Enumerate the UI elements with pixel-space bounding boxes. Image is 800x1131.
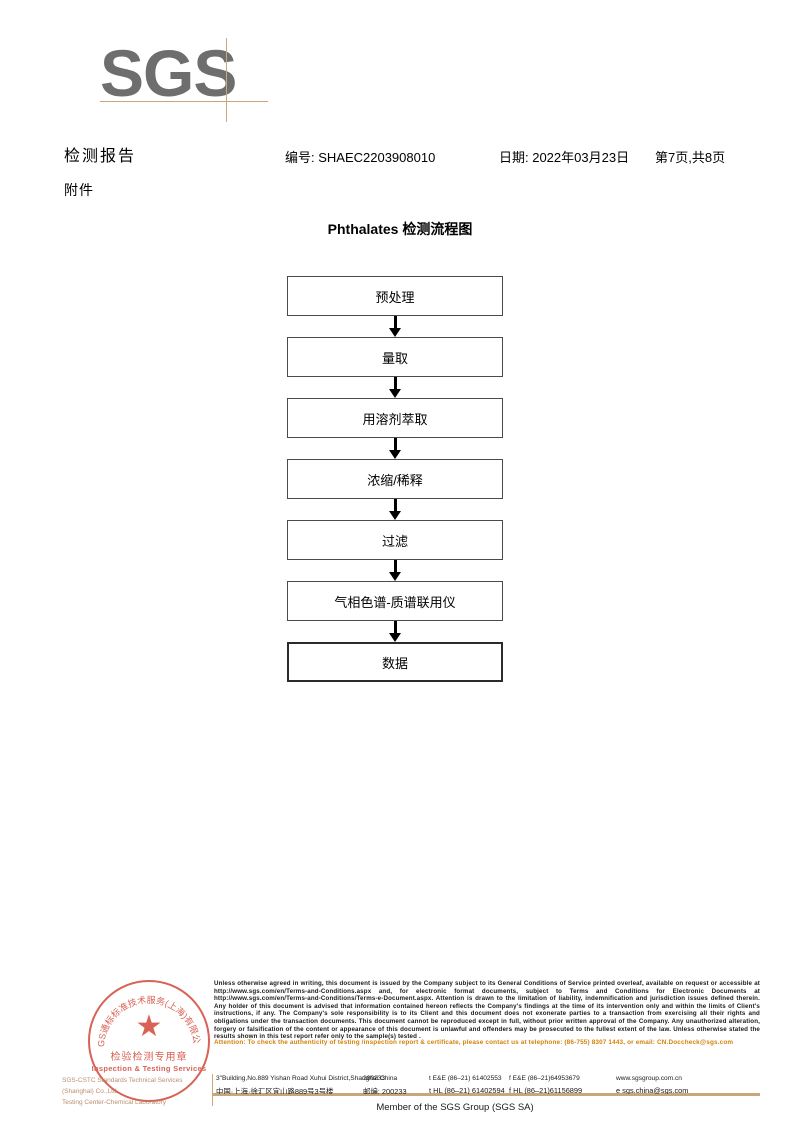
flowchart: 预处理 量取 用溶剂萃取 浓缩/稀释 过滤 xyxy=(287,276,503,682)
arrow-head-icon xyxy=(389,511,401,520)
website: www.sgsgroup.com.cn xyxy=(616,1075,682,1082)
flow-step-label: 过滤 xyxy=(287,520,503,560)
flow-step-5: 过滤 xyxy=(287,520,503,560)
page-indicator: 第7页,共8页 xyxy=(655,150,726,165)
arrow-head-icon xyxy=(389,389,401,398)
arrow-head-icon xyxy=(389,450,401,459)
arrow-head-icon xyxy=(389,633,401,642)
arrow-shaft xyxy=(394,438,397,453)
arrow-head-icon xyxy=(389,328,401,337)
postcode-cn: 邮编: 200233 xyxy=(363,1087,407,1096)
page-footer: SGS通标标准技术服务(上海)有限公司 ★ 检验检测专用章 Inspection… xyxy=(0,975,800,1131)
arrow-shaft xyxy=(394,499,397,514)
sgs-logo: SGS xyxy=(100,38,300,128)
arrow-shaft xyxy=(394,316,397,331)
flow-step-3: 用溶剂萃取 xyxy=(287,398,503,438)
flowchart-title: Phthalates 检测流程图 xyxy=(327,221,473,237)
flow-arrow-6 xyxy=(287,621,503,642)
legal-disclaimer: Unless otherwise agreed in writing, this… xyxy=(214,980,760,1041)
fax-hl: f HL (86–21)61156899 xyxy=(509,1086,583,1095)
flow-step-label: 浓缩/稀释 xyxy=(287,459,503,499)
postcode-en: 200233 xyxy=(363,1075,386,1082)
arrow-head-icon xyxy=(389,572,401,581)
report-number: 编号: SHAEC2203908010 xyxy=(285,150,436,165)
attention-notice: Attention: To check the authenticity of … xyxy=(214,1039,734,1046)
telephone-ee: t E&E (86–21) 61402553 xyxy=(429,1075,502,1082)
flow-arrow-4 xyxy=(287,499,503,520)
email-address: e sgs.china@sgs.com xyxy=(616,1086,689,1095)
flow-step-label: 量取 xyxy=(287,337,503,377)
report-date: 日期: 2022年03月23日 xyxy=(499,150,630,165)
arrow-shaft xyxy=(394,377,397,392)
member-statement: Member of the SGS Group (SGS SA) xyxy=(376,1102,534,1113)
footer-bottom-rule xyxy=(212,1094,760,1096)
footer-horizontal-divider xyxy=(212,1093,760,1094)
flow-step-label: 数据 xyxy=(287,642,503,682)
flow-arrow-3 xyxy=(287,438,503,459)
flow-step-6: 气相色谱-质谱联用仪 xyxy=(287,581,503,621)
flow-step-2: 量取 xyxy=(287,337,503,377)
flow-step-1: 预处理 xyxy=(287,276,503,316)
logo-crosshair-vertical xyxy=(226,38,227,122)
flow-arrow-1 xyxy=(287,316,503,337)
flow-step-7: 数据 xyxy=(287,642,503,682)
arrow-shaft xyxy=(394,560,397,575)
laboratory-name-line2: Testing Center-Chemical Laboratory xyxy=(62,1099,167,1106)
address-en: 3"Building,No.889 Yishan Road Xuhui Dist… xyxy=(216,1075,398,1082)
attachment-label: 附件 xyxy=(64,182,94,198)
telephone-hl: t HL (86–21) 61402594 xyxy=(429,1086,505,1095)
star-icon: ★ xyxy=(135,1010,163,1043)
flow-step-label: 预处理 xyxy=(287,276,503,316)
flow-step-4: 浓缩/稀释 xyxy=(287,459,503,499)
sgs-logo-text: SGS xyxy=(100,36,237,110)
flow-arrow-2 xyxy=(287,377,503,398)
flow-step-label: 用溶剂萃取 xyxy=(287,398,503,438)
seal-english-text: Inspection & Testing Services xyxy=(91,1064,207,1073)
arrow-shaft xyxy=(394,621,397,636)
fax-ee: f E&E (86–21)64953679 xyxy=(509,1075,580,1082)
flow-step-label: 气相色谱-质谱联用仪 xyxy=(287,581,503,621)
address-cn: 中国·上海·徐汇区宜山路889号3号楼 xyxy=(216,1087,334,1096)
company-seal-stamp: SGS通标标准技术服务(上海)有限公司 ★ 检验检测专用章 Inspection… xyxy=(88,980,210,1102)
laboratory-name: SGS-CSTC Standards Technical Services (S… xyxy=(62,1075,212,1108)
footer-vertical-divider xyxy=(212,1074,213,1106)
page-title: 检测报告 xyxy=(64,148,137,165)
seal-arc-text: SGS通标标准技术服务(上海)有限公司 xyxy=(89,982,204,1094)
flow-arrow-5 xyxy=(287,560,503,581)
laboratory-name-line1: SGS-CSTC Standards Technical Services (S… xyxy=(62,1077,183,1095)
logo-crosshair-horizontal xyxy=(100,101,268,102)
seal-chinese-text: 检验检测专用章 xyxy=(110,1052,188,1063)
